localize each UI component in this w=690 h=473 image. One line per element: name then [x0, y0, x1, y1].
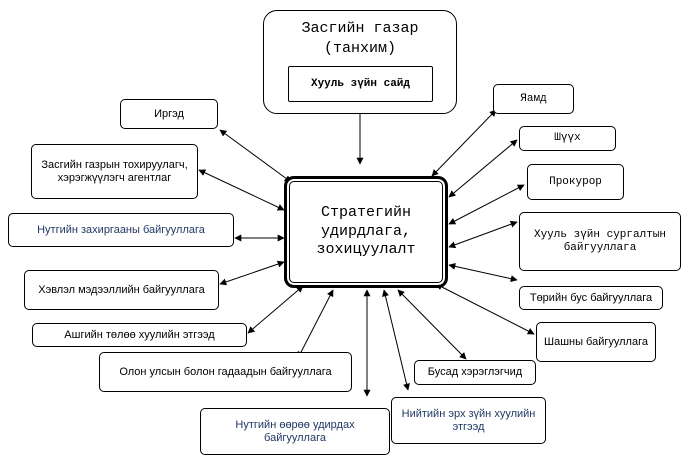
- ngo-label: Төрийн бус байгууллага: [529, 291, 653, 304]
- citizens-label: Иргэд: [154, 107, 184, 120]
- citizens-box: Иргэд: [120, 99, 218, 129]
- arrow-paid-lawyers-center: [247, 285, 304, 334]
- gov-agencies-label: Засгийн газрын тохируулагч, хэрэгжүүлэгч…: [41, 158, 188, 184]
- arrow-religious-center: [435, 283, 535, 335]
- local-self-gov-box: Нутгийн өөрөө удирдах байгууллага: [200, 408, 390, 455]
- arrow-public-legal-center: [382, 289, 410, 391]
- prosecutor-label: Прокурор: [549, 175, 602, 188]
- religious-label: Шашны байгууллага: [544, 335, 648, 348]
- court-label: Шүүх: [554, 132, 581, 145]
- legal-training-box: Хууль зүйн сургалтын байгууллага: [519, 212, 681, 271]
- religious-box: Шашны байгууллага: [536, 322, 656, 362]
- media-box: Хэвлэл мэдээллийн байгууллага: [24, 270, 219, 310]
- arrow-ministry-center: [431, 109, 497, 177]
- law-minister-label: Хууль зүйн сайд: [310, 77, 411, 90]
- strategic-management-label: Стратегийн удирдлага, зохицуулалт: [316, 203, 416, 259]
- intl-orgs-box: Олон улсын болон гадаадын байгууллага: [99, 352, 352, 392]
- local-admin-label: Нутгийн захиргааны байгууллага: [37, 223, 205, 236]
- court-box: Шүүх: [519, 126, 616, 151]
- paid-lawyers-label: Ашгийн төлөө хуулийн этгээд: [64, 328, 215, 341]
- arrow-gov-agencies-center: [198, 169, 285, 211]
- local-self-gov-label: Нутгийн өөрөө удирдах байгууллага: [235, 418, 355, 444]
- ministry-box: Яамд: [493, 84, 574, 114]
- ministry-label: Яамд: [520, 92, 547, 105]
- prosecutor-box: Прокурор: [527, 164, 624, 200]
- local-admin-box: Нутгийн захиргааны байгууллага: [8, 213, 234, 247]
- other-users-label: Бусад хэрэглэгчид: [427, 366, 523, 379]
- public-legal-entity-label: Нийтийн эрх зүйн хуулийн этгээд: [401, 407, 536, 433]
- arrow-other-users-center: [397, 289, 467, 360]
- media-label: Хэвлэл мэдээллийн байгууллага: [38, 283, 205, 296]
- gov-agencies-box: Засгийн газрын тохируулагч, хэрэгжүүлэгч…: [31, 144, 198, 199]
- strategic-management-box: Стратегийн удирдлага, зохицуулалт: [284, 176, 448, 288]
- government-title: Засгийн газар (танхим): [301, 20, 419, 57]
- intl-orgs-label: Олон улсын болон гадаадын байгууллага: [119, 365, 332, 378]
- public-legal-entity-box: Нийтийн эрх зүйн хуулийн этгээд: [391, 397, 546, 444]
- arrow-ngo-center: [448, 262, 518, 283]
- ngo-box: Төрийн бус байгууллага: [519, 286, 663, 310]
- arrow-citizens-center: [219, 129, 292, 183]
- paid-lawyers-box: Ашгийн төлөө хуулийн этгээд: [32, 323, 247, 347]
- legal-training-label: Хууль зүйн сургалтын байгууллага: [533, 228, 667, 254]
- arrow-media-center: [219, 260, 285, 286]
- law-minister-box: Хууль зүйн сайд: [288, 66, 433, 102]
- arrow-intl-orgs-center: [297, 289, 334, 359]
- arrow-legal-training-center: [448, 220, 518, 249]
- arrow-prosecutor-center: [448, 184, 525, 225]
- other-users-box: Бусад хэрэглэгчид: [414, 360, 536, 385]
